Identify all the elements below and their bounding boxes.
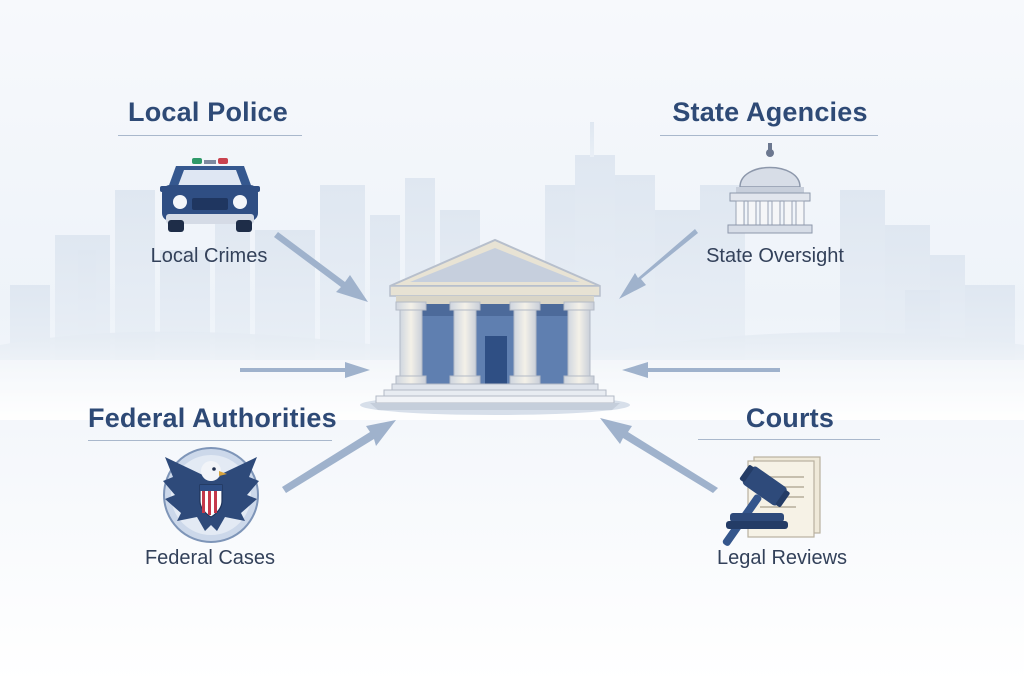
- federal-authorities-title: Federal Authorities: [88, 403, 337, 433]
- arrow-left-horizontal: [240, 362, 370, 378]
- capitol-dome-icon: [727, 143, 813, 234]
- arrow-courts-to-center: [600, 418, 718, 493]
- courts-divider: [698, 439, 880, 440]
- arrow-state-agencies-to-center: [619, 229, 698, 299]
- gavel-icon: [722, 456, 821, 546]
- local-police-divider: [118, 135, 302, 136]
- arrow-local-police-to-center: [274, 232, 368, 302]
- federal-authorities-caption: Federal Cases: [144, 547, 276, 569]
- arrow-right-horizontal: [622, 362, 780, 378]
- arrow-federal-to-center: [282, 420, 396, 493]
- courts-title: Courts: [745, 403, 835, 433]
- bank-building-icon: [360, 238, 630, 415]
- state-agencies-caption: State Oversight: [706, 245, 844, 267]
- courts-caption: Legal Reviews: [716, 547, 848, 569]
- police-car-icon: [160, 158, 260, 232]
- eagle-seal-icon: [163, 447, 259, 543]
- federal-authorities-divider: [88, 440, 332, 441]
- state-agencies-divider: [660, 135, 878, 136]
- state-agencies-title: State Agencies: [672, 97, 868, 127]
- flow-arrows: [240, 229, 780, 493]
- local-police-title: Local Police: [128, 97, 288, 127]
- local-police-caption: Local Crimes: [150, 245, 268, 267]
